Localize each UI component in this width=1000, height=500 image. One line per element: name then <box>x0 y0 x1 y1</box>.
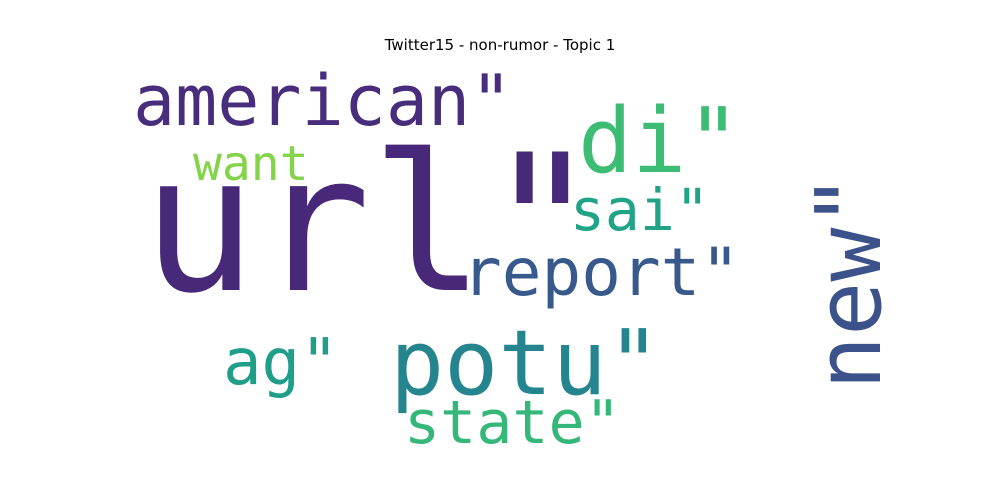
word-8: potu" <box>390 311 661 416</box>
word-7: ag" <box>223 326 339 400</box>
word-1: american" <box>133 60 512 142</box>
word-0: url" <box>142 114 600 335</box>
word-2: di" <box>578 89 741 194</box>
word-3: want <box>193 136 309 192</box>
chart-title: Twitter15 - non-rumor - Topic 1 <box>384 36 616 54</box>
word-4: sai" <box>570 176 710 244</box>
word-9: state" <box>404 388 621 458</box>
word-6: new" <box>797 173 902 390</box>
word-5: report" <box>462 234 740 311</box>
